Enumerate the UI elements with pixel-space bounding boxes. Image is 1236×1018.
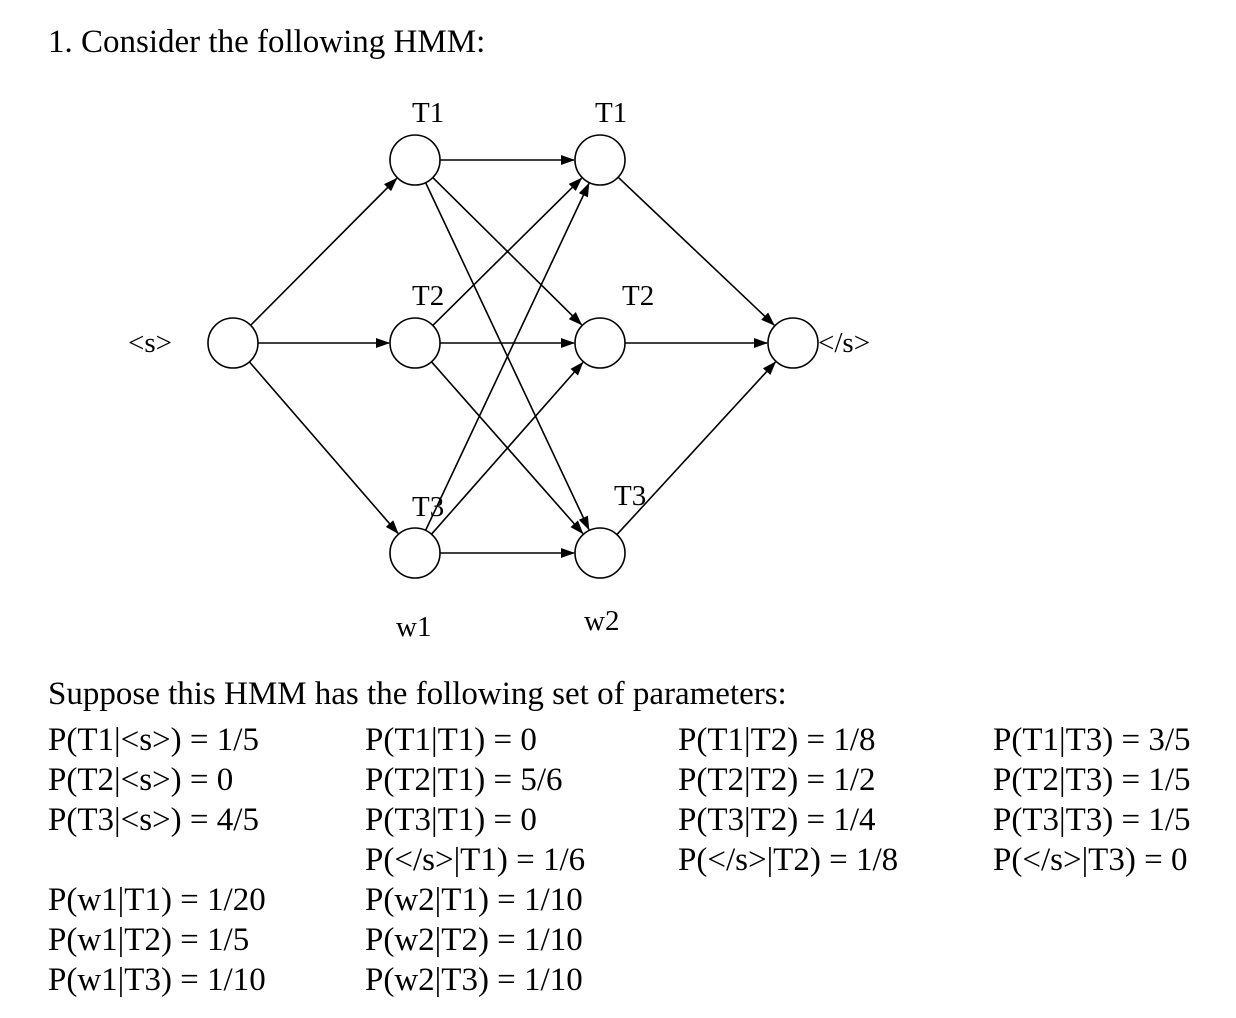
params-intro: Suppose this HMM has the following set o… [48, 676, 787, 712]
edge-w2-t3-to-end [616, 361, 777, 536]
node-w1-t1 [389, 134, 441, 186]
node-end [767, 317, 819, 369]
edge-w1-t3-to-w2-t2 [430, 361, 584, 535]
col1-label-t1: T1 [412, 97, 444, 129]
param-t3-t3: P(T3|T3) = 1/5 [993, 802, 1191, 838]
edge-w1-t3-to-w2-t1 [424, 182, 590, 531]
param-t3-t2: P(T3|T2) = 1/4 [678, 802, 876, 838]
param-t2-t1: P(T2|T1) = 5/6 [365, 762, 563, 798]
word1-label: w1 [396, 611, 431, 643]
param-end-t3: P(</s>|T3) = 0 [993, 842, 1188, 878]
param-start-t1: P(T1|<s>) = 1/5 [48, 722, 259, 758]
param-w1-t1: P(w1|T1) = 1/20 [48, 882, 266, 918]
col2-label-t3: T3 [614, 480, 646, 512]
problem-heading: 1. Consider the following HMM: [48, 24, 486, 60]
param-t3-t1: P(T3|T1) = 0 [365, 802, 537, 838]
param-t1-t3: P(T1|T3) = 3/5 [993, 722, 1191, 758]
end-label: </s> [818, 327, 870, 359]
param-t1-t1: P(T1|T1) = 0 [365, 722, 537, 758]
start-label: <s> [128, 327, 172, 359]
col1-label-t2: T2 [412, 280, 444, 312]
col1-label-t3: T3 [412, 491, 444, 523]
param-w2-t2: P(w2|T2) = 1/10 [365, 922, 583, 958]
transition-edges [248, 155, 777, 558]
param-w2-t3: P(w2|T3) = 1/10 [365, 962, 583, 998]
param-t1-t2: P(T1|T2) = 1/8 [678, 722, 876, 758]
state-nodes [207, 134, 819, 579]
edge-start-to-w1-t3 [248, 361, 399, 535]
hmm-diagram: <s> </s> T1 T2 T3 T1 T2 T3 w1 w2 [128, 97, 870, 643]
node-w2-t1 [574, 134, 626, 186]
col2-label-t2: T2 [622, 280, 654, 312]
word2-label: w2 [584, 605, 619, 637]
param-end-t1: P(</s>|T1) = 1/6 [365, 842, 586, 878]
param-w2-t1: P(w2|T1) = 1/10 [365, 882, 583, 918]
param-start-t2: P(T2|<s>) = 0 [48, 762, 234, 798]
edge-w2-t1-to-end [617, 176, 775, 326]
param-end-t2: P(</s>|T2) = 1/8 [678, 842, 899, 878]
edge-start-to-w1-t1 [250, 177, 398, 326]
node-start [207, 317, 259, 369]
param-w1-t2: P(w1|T2) = 1/5 [48, 922, 250, 958]
node-w2-t2 [574, 317, 626, 369]
param-t2-t3: P(T2|T3) = 1/5 [993, 762, 1191, 798]
col2-label-t1: T1 [595, 97, 627, 129]
node-w2-t3 [574, 527, 626, 579]
edge-w1-t2-to-w2-t1 [432, 177, 583, 326]
param-t2-t2: P(T2|T2) = 1/2 [678, 762, 876, 798]
param-w1-t3: P(w1|T3) = 1/10 [48, 962, 266, 998]
node-w1-t2 [389, 317, 441, 369]
param-start-t3: P(T3|<s>) = 4/5 [48, 802, 259, 838]
node-w1-t3 [389, 527, 441, 579]
